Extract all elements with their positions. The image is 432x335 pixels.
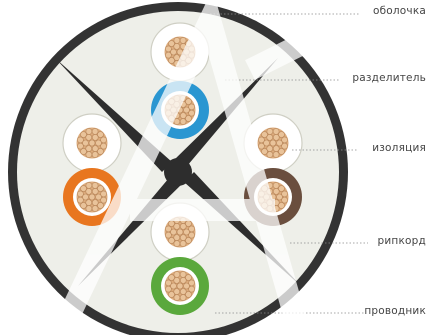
watermark xyxy=(50,0,432,335)
pair2-striped-wire xyxy=(62,113,122,173)
label-insulation: изоляция xyxy=(372,142,426,154)
label-sheath: оболочка xyxy=(372,5,426,17)
label-ripcord: рипкорд xyxy=(377,235,426,247)
label-separator: разделитель xyxy=(352,72,426,84)
pair4-solid-wire xyxy=(151,257,209,315)
label-conductor: проводник xyxy=(364,305,426,317)
pair2-solid-wire xyxy=(63,168,121,226)
